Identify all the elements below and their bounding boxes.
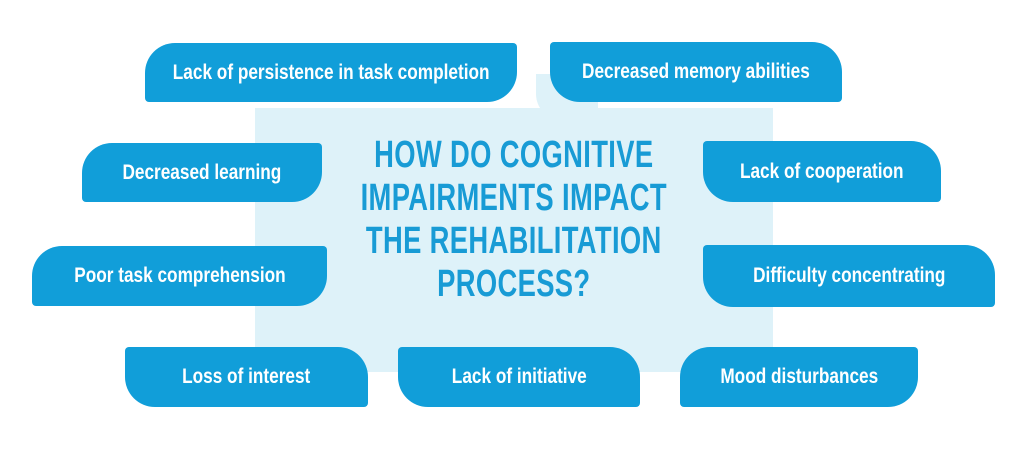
title-line: IMPAIRMENTS IMPACT xyxy=(360,177,668,219)
impairment-label: Poor task comprehension xyxy=(73,264,286,287)
impairment-box-memory: Decreased memory abilities xyxy=(550,42,842,102)
impairment-box-initiative: Lack of initiative xyxy=(398,347,640,407)
title-line: THE REHABILITATION xyxy=(366,220,662,262)
title-line: HOW DO COGNITIVE xyxy=(374,134,654,176)
impairment-label: Decreased learning xyxy=(122,160,282,184)
impairment-box-persistence: Lack of persistence in task completion xyxy=(145,43,517,102)
impairment-box-interest: Loss of interest xyxy=(125,347,368,407)
impairment-label: Lack of initiative xyxy=(451,365,587,388)
main-title-text: HOW DO COGNITIVE IMPAIRMENTS IMPACT THE … xyxy=(361,134,667,306)
impairment-label: Decreased memory abilities xyxy=(582,60,810,83)
impairment-box-mood: Mood disturbances xyxy=(680,347,918,407)
impairment-box-learning: Decreased learning xyxy=(82,143,322,202)
impairment-label: Lack of persistence in task completion xyxy=(172,60,490,84)
center-panel xyxy=(255,108,773,372)
impairment-box-concentration: Difficulty concentrating xyxy=(703,245,995,307)
impairment-box-cooperation: Lack of cooperation xyxy=(703,141,941,202)
impairment-label: Mood disturbances xyxy=(720,365,878,388)
impairment-label: Lack of cooperation xyxy=(740,159,904,183)
impairment-label: Difficulty concentrating xyxy=(752,264,946,287)
impairment-box-comprehension: Poor task comprehension xyxy=(32,246,327,306)
main-title: HOW DO COGNITIVE IMPAIRMENTS IMPACT THE … xyxy=(255,134,773,306)
impairment-label: Loss of interest xyxy=(182,365,311,388)
title-line: PROCESS? xyxy=(437,263,591,305)
